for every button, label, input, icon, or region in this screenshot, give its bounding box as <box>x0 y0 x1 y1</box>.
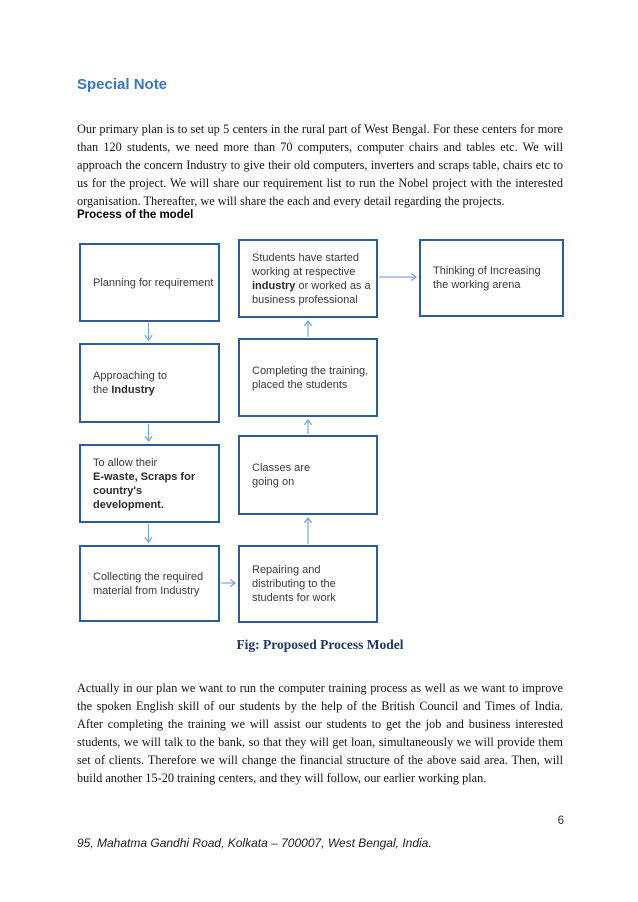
flow-box-approaching-industry: Approaching to the Industry <box>79 343 220 423</box>
footer-address: 95, Mahatma Gandhi Road, Kolkata – 70000… <box>77 836 432 850</box>
paragraph-intro: Our primary plan is to set up 5 centers … <box>77 122 563 208</box>
flow-box-planning: Planning for requirement <box>79 243 220 322</box>
flow-box-ewaste: To allow their E-waste, Scraps for count… <box>79 444 220 523</box>
flow-box-label: Collecting the required material from In… <box>93 570 204 597</box>
flow-box-label: Approaching to the Industry <box>93 370 167 396</box>
flow-box-label: Classes are going on <box>252 462 311 488</box>
flow-box-thinking-arena: Thinking of Increasing the working arena <box>419 239 564 317</box>
flow-box-classes: Classes are going on <box>238 435 378 515</box>
flow-box-repairing: Repairing and distributing to the studen… <box>238 545 378 623</box>
flow-box-label: To allow their E-waste, Scraps for count… <box>93 456 196 511</box>
flow-box-label: Completing the training, placed the stud… <box>252 364 369 391</box>
flow-box-students-working: Students have started working at respect… <box>238 239 378 318</box>
flow-box-collecting-material: Collecting the required material from In… <box>79 545 220 622</box>
flow-box-label: Thinking of Increasing the working arena <box>433 265 541 291</box>
flow-box-completing-training: Completing the training, placed the stud… <box>238 338 378 417</box>
flow-box-label: Students have started working at respect… <box>252 251 371 306</box>
process-subheading: Process of the model <box>77 209 194 221</box>
flow-box-label: Planning for requirement <box>93 276 214 289</box>
figure-caption: Fig: Proposed Process Model <box>236 637 404 652</box>
flow-box-label: Repairing and distributing to the studen… <box>252 564 336 604</box>
section-heading: Special Note <box>77 76 168 93</box>
page-number: 6 <box>557 815 564 827</box>
paragraph-plan: Actually in our plan we want to run the … <box>77 681 563 785</box>
